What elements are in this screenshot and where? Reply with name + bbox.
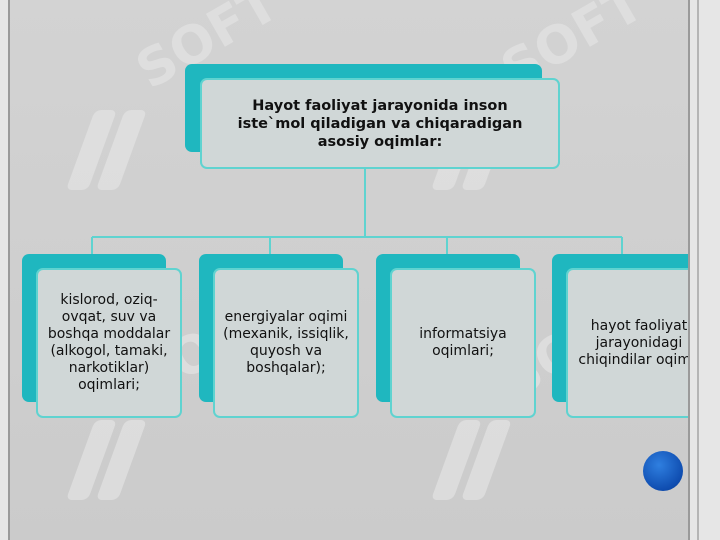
child-node-2-label: energiyalar oqimi (mexanik, issiqlik, qu… [223,309,349,376]
right-frame-edge [688,0,720,540]
left-frame-edge [0,0,10,540]
child-node-1: kislorod, oziq-ovqat, suv va boshqa modd… [36,268,182,418]
child-node-4: hayot faoliyat jarayonidagi chiqindilar … [566,268,712,418]
child-node-4-label: hayot faoliyat jarayonidagi chiqindilar … [578,317,700,368]
root-node: Hayot faoliyat jarayonida inson iste`mol… [200,78,560,169]
child-node-1-label: kislorod, oziq-ovqat, suv va boshqa modd… [47,292,171,393]
circle-button-icon[interactable] [643,451,683,491]
child-node-2: energiyalar oqimi (mexanik, issiqlik, qu… [213,268,359,418]
root-node-label: Hayot faoliyat jarayonida inson iste`mol… [237,97,523,150]
child-node-3: informatsiya oqimlari; [390,268,536,418]
child-node-3-label: informatsiya oqimlari; [419,326,507,359]
